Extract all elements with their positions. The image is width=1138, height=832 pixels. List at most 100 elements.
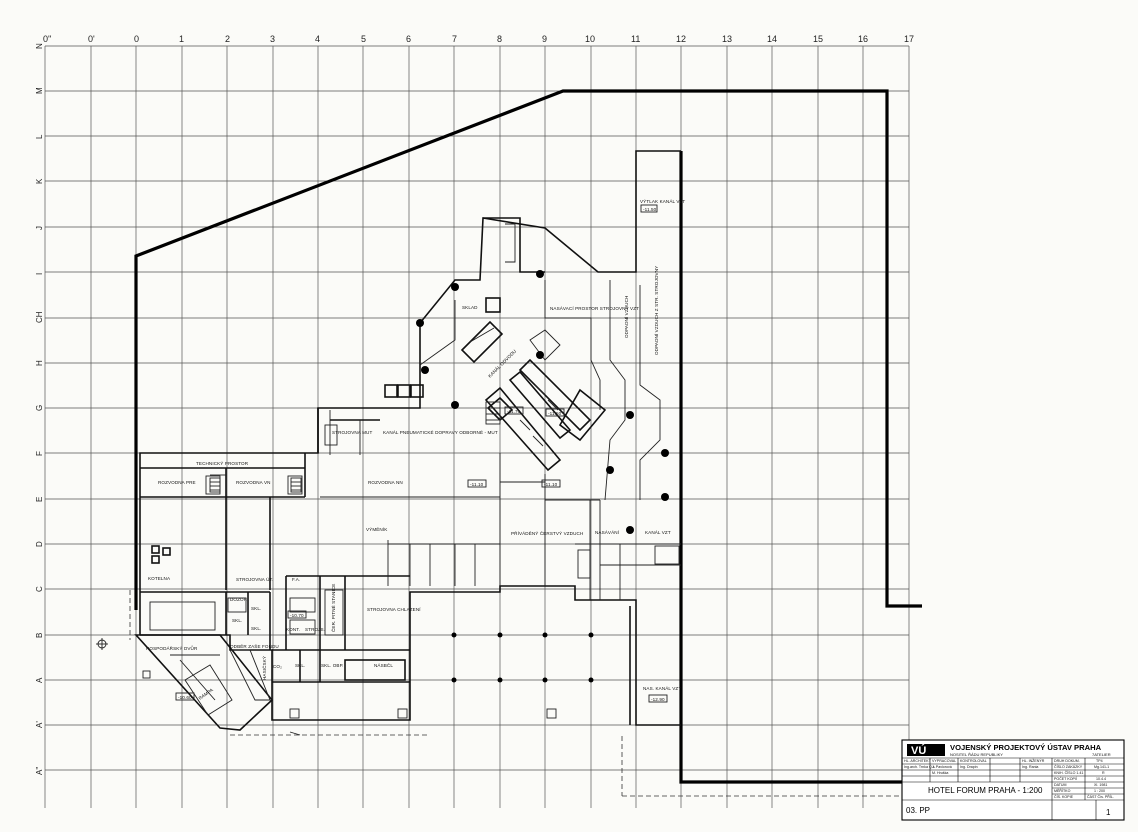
row-label: A'' <box>35 766 44 775</box>
row-label: K <box>35 178 44 184</box>
room-label: HASIČSKÝ <box>261 656 267 680</box>
structural-grid <box>44 45 910 808</box>
tb-key: ČÍS. KOPIE <box>1054 794 1074 799</box>
tb-key: MĚŘÍTKO <box>1054 788 1071 793</box>
atelier-label: 7ATELIER <box>1092 752 1111 757</box>
col-label: 14 <box>767 34 777 44</box>
column-axis-labels: 0'' 0' 0 1 2 3 4 5 6 7 8 9 10 11 12 13 1… <box>43 34 914 44</box>
tb-key: DATUM <box>1054 783 1067 787</box>
room-label: PŘÍVÁDĚNÝ ČERSTVÝ VZDUCH <box>511 529 583 536</box>
north-room-walls <box>483 217 545 273</box>
room-label: STROJOVNA MUT <box>332 430 372 435</box>
level-label: -11.70 <box>507 409 521 414</box>
project-title: HOTEL FORUM PRAHA - 1:200 <box>928 786 1043 795</box>
room-label: ODPADNÍ VZDUCH Z STR. STROJOVNY <box>653 266 659 355</box>
tb-val: ČÁST Čís. PŘÍL. <box>1087 794 1114 799</box>
row-label: H <box>35 360 44 366</box>
sheet-code: 03. PP <box>906 806 930 815</box>
col-label: 17 <box>904 34 914 44</box>
tb-cell: Ing.arch. Trnka Q.s. <box>904 765 936 769</box>
tb-cell: HL. ARCHITEKT <box>904 759 932 763</box>
col-label: 16 <box>858 34 868 44</box>
level-label: -11.10 <box>470 482 484 487</box>
tb-val: R <box>1102 771 1105 775</box>
row-label: A' <box>35 721 44 728</box>
room-label: SKL. <box>295 663 305 668</box>
room-label: RAMPA <box>198 687 215 701</box>
row-label: I <box>35 273 44 275</box>
level-label: -11.10 <box>544 482 558 487</box>
room-label: VÝTLAK KANÁL VZT <box>640 198 685 204</box>
room-label: HOSPODÁŘSKÝ DVŮR <box>146 644 198 651</box>
kanal-wall <box>604 280 626 501</box>
row-label: M <box>35 87 44 94</box>
room-label: NASÁVACÍ PROSTOR STROJOVNY VZT <box>550 305 639 311</box>
room-label: KANÁL VZT <box>645 529 671 535</box>
tb-val: 1 : 200 <box>1094 789 1105 793</box>
room-label: NASÁVÁNÍ <box>595 529 620 535</box>
tb-cell: M. Hruška <box>932 771 948 775</box>
tb-cell: J. Pavlorová <box>932 765 952 769</box>
title-block: VÚ VOJENSKÝ PROJEKTOVÝ ÚSTAV PRAHA NOSIT… <box>901 739 1125 821</box>
structural-columns <box>416 270 669 683</box>
room-label: KANÁL PNEUMATICKÉ DOPRAVY ODBORNÉ - MUT <box>383 429 498 435</box>
room-label: STROJS. <box>305 627 325 632</box>
tb-val: 10.4.4 <box>1096 777 1106 781</box>
room-label: ROZVODNA NN <box>368 480 403 485</box>
level-markers: -11.50 -11.10 -11.10 -11.50 -10.60 -12.9… <box>175 204 668 703</box>
sheet-number: 1 <box>1106 808 1111 817</box>
shaft <box>485 297 501 313</box>
level-label: -10.60 <box>178 695 192 700</box>
row-label: G <box>35 405 44 411</box>
room-label: KOTELNA <box>148 576 171 581</box>
room-label: KONT. <box>286 627 300 632</box>
row-label: C <box>35 586 44 592</box>
staircases <box>209 401 501 493</box>
room-label: NAS. KANÁL VZT <box>643 685 681 691</box>
north-room-walls <box>505 223 516 263</box>
institute-sub: NOSITEL ŘÁDU REPUBLIKY <box>950 752 1003 757</box>
kanal-wall <box>544 280 601 410</box>
sklad-wall <box>419 300 456 366</box>
tb-val: TP4 <box>1096 759 1103 763</box>
tb-key: KNIH. ČÍSLO 1.41 <box>1054 770 1083 775</box>
col-label: 1 <box>179 34 184 44</box>
tb-cell: HL. INŽENÝR <box>1022 758 1045 763</box>
col-label: 15 <box>813 34 823 44</box>
tb-key: ČÍSLO ZAKÁZKY <box>1054 764 1083 769</box>
col-label: 11 <box>631 34 640 44</box>
col-label: 9 <box>542 34 547 44</box>
col-label: 0' <box>88 34 95 44</box>
col-label: 0'' <box>43 34 52 44</box>
tb-cell: Ing. Rania <box>1022 765 1038 769</box>
room-label: DOZOR <box>230 597 248 602</box>
col-label: 4 <box>315 34 320 44</box>
row-label: N <box>35 43 44 49</box>
tb-cell: KONTROLOVAL <box>960 759 987 763</box>
level-label: -12.90 <box>651 697 665 702</box>
row-label: F <box>35 451 44 456</box>
col-label: 6 <box>406 34 411 44</box>
row-label: D <box>35 541 44 547</box>
kanal-wall <box>639 285 661 500</box>
col-label: 7 <box>452 34 457 44</box>
room-label: ROZVODNA VN <box>236 480 271 485</box>
col-label: 3 <box>270 34 275 44</box>
room-label: VÝMĚNÍK <box>366 525 388 532</box>
east-boundary-wall <box>679 151 922 784</box>
col-label: 5 <box>361 34 366 44</box>
col-label: 12 <box>676 34 686 44</box>
room-label: SKL. <box>232 618 242 623</box>
level-label: -10.70 <box>290 613 304 618</box>
tb-cell: VYPRACOVAL <box>932 759 956 763</box>
col-label: 2 <box>225 34 230 44</box>
col-label: 10 <box>585 34 595 44</box>
room-label: ODPADNÍ VZDUCH <box>623 296 629 338</box>
service-yard <box>96 590 557 736</box>
row-label: L <box>35 134 44 139</box>
tb-key: DRUH DOKUM. <box>1054 759 1080 763</box>
col-label: 0 <box>134 34 139 44</box>
room-label: TECHNICKÝ PROSTOR <box>196 460 249 466</box>
